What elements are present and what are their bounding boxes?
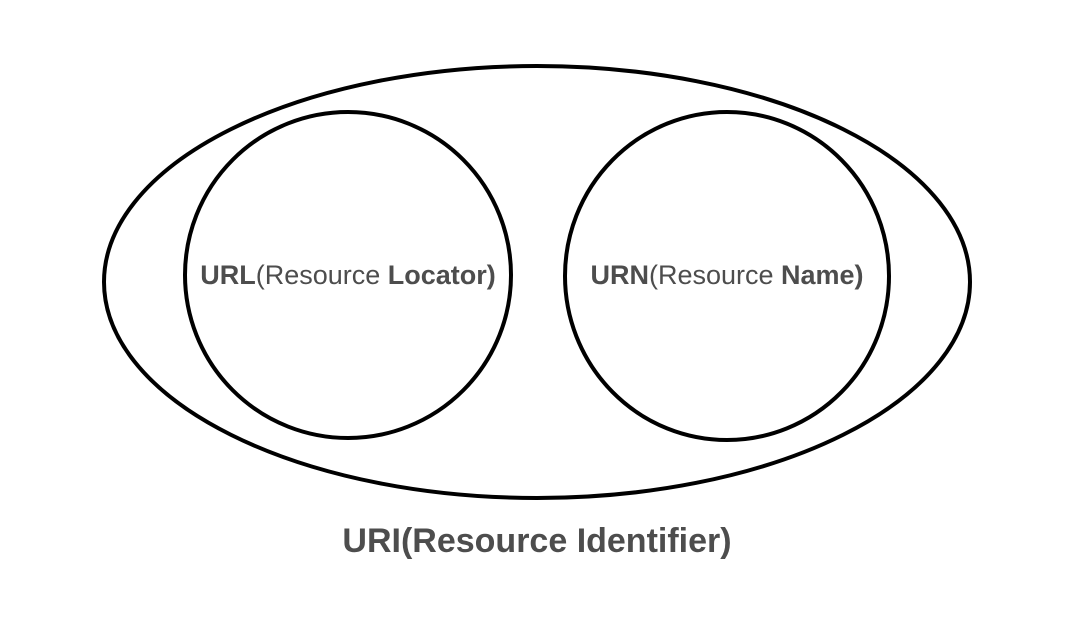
url-expansion-open: (Resource [256, 260, 388, 290]
urn-inner-circle[interactable] [563, 110, 891, 442]
uri-outer-ellipse[interactable] [102, 64, 972, 500]
url-inner-circle[interactable] [183, 110, 513, 440]
urn-abbr: URN [590, 260, 649, 290]
url-expansion-bold: Locator) [388, 260, 496, 290]
uri-caption: URI(Resource Identifier) [342, 522, 731, 560]
urn-expansion-open: (Resource [649, 260, 781, 290]
url-label: URL(Resource Locator) [200, 260, 496, 290]
urn-label: URN(Resource Name) [590, 260, 863, 290]
urn-expansion-bold: Name) [781, 260, 864, 290]
url-abbr: URL [200, 260, 256, 290]
